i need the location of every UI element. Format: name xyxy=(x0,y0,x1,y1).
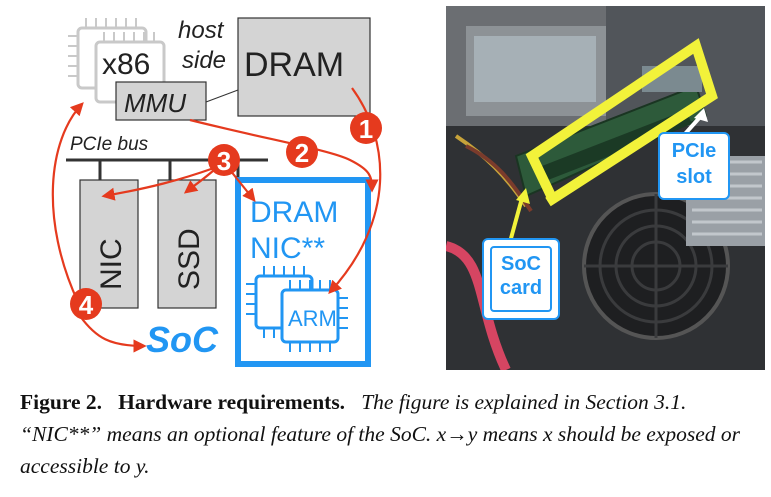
soc-nic-label: NIC** xyxy=(250,232,325,265)
hardware-diagram: x86 host side MMU DRAM PCIe bus NIC SSD … xyxy=(51,17,382,367)
step-marker-2: 2 xyxy=(286,136,318,168)
pcie-slot-label-line2: slot xyxy=(676,166,712,188)
access-arrows xyxy=(51,87,382,353)
host-dram-label: DRAM xyxy=(244,46,344,84)
mmu-box xyxy=(115,81,207,121)
caption-title: Hardware requirements. xyxy=(118,390,346,414)
chip-icon xyxy=(103,32,155,42)
ssd-label: SSD xyxy=(173,228,206,290)
svg-text:4: 4 xyxy=(79,290,94,320)
nic-label: NIC xyxy=(95,238,128,290)
host-side-label-line2: side xyxy=(182,47,226,74)
chip-icon xyxy=(490,246,552,312)
svg-text:2: 2 xyxy=(295,138,309,168)
soc-card-label: SoC card xyxy=(482,238,560,320)
mmu-dram-connector xyxy=(205,89,239,103)
caption-label: Figure 2. xyxy=(20,390,103,414)
pcie-bus-label: PCIe bus xyxy=(70,134,149,155)
step-marker-1: 1 xyxy=(350,112,382,144)
arm-label: ARM xyxy=(288,306,337,331)
host-cpu-label: x86 xyxy=(102,48,150,81)
ssd-box xyxy=(157,179,217,309)
step-marker-3: 3 xyxy=(208,144,240,176)
step-marker-4: 4 xyxy=(70,288,102,320)
soc-card-label-line1: SoC xyxy=(501,253,541,275)
soc-label: SoC xyxy=(146,319,219,360)
host-side-label-line1: host xyxy=(178,17,225,44)
svg-text:3: 3 xyxy=(217,146,231,176)
caption-text: The figure is explained in Section 3.1. … xyxy=(20,390,740,478)
pcie-slot-label: PCIe slot xyxy=(658,132,730,200)
pcie-slot-highlight xyxy=(525,38,718,207)
server-photo: PCIe slot SoC card xyxy=(446,6,765,370)
mmu-label: MMU xyxy=(124,88,186,118)
soc-dram-label: DRAM xyxy=(250,196,338,229)
chip-icon xyxy=(280,280,348,352)
figure: x86 host side MMU DRAM PCIe bus NIC SSD … xyxy=(51,6,765,370)
svg-text:1: 1 xyxy=(359,114,373,144)
soc-card-label-line2: card xyxy=(499,277,543,299)
host-dram-box xyxy=(237,17,371,117)
pcie-slot-label-line1: PCIe xyxy=(671,140,717,162)
nic-box xyxy=(79,179,139,309)
figure-caption: Figure 2. Hardware requirements. The fig… xyxy=(20,386,760,482)
